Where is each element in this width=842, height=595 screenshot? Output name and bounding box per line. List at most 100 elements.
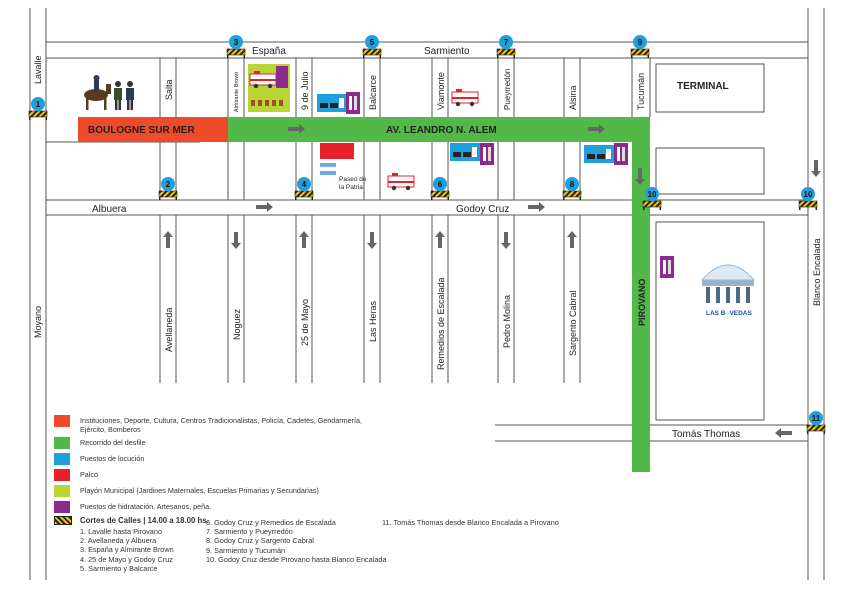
cut-marker: 6 xyxy=(430,177,450,201)
street-9-de-julio: 9 de Julio xyxy=(300,71,310,110)
legend-text: Puestos de hidratación, Artesanos, peña. xyxy=(80,502,212,511)
closure-item: 7. Sarmiento y Pueyrredón xyxy=(206,527,293,537)
cut-marker: 4 xyxy=(294,177,314,201)
street-tomas-thomas: Tomás Thomas xyxy=(672,429,740,440)
street-balcarce: Balcarce xyxy=(368,75,378,110)
legend-text: Recorrido del desfile xyxy=(80,438,146,447)
arrow-right-icon xyxy=(528,202,545,212)
arrow-up-icon xyxy=(163,231,173,248)
closure-item: 9. Sarmiento y Tucumán xyxy=(206,545,286,555)
ambulance-icon xyxy=(387,172,415,191)
street-salta: Salta xyxy=(164,79,174,100)
closures-col-2: 6. Godoy Cruz y Remedios de Escalada 7. … xyxy=(206,518,387,564)
street-tucuman: Tucumán xyxy=(636,73,646,110)
street-viamonte: Viamonte xyxy=(436,72,446,110)
svg-text:7: 7 xyxy=(504,38,509,47)
street-almirante-brown: Almirante Brown xyxy=(234,72,240,112)
hydration-stand-icon xyxy=(660,256,674,278)
arrow-up-icon xyxy=(435,231,445,248)
street-moyano: Moyano xyxy=(33,306,43,338)
cut-marker: 10 xyxy=(798,187,818,211)
barrier-icon xyxy=(54,516,72,525)
svg-text:11: 11 xyxy=(812,414,821,423)
arrow-down-icon xyxy=(231,232,241,249)
police-icon xyxy=(114,81,134,110)
street-alsina: Alsina xyxy=(568,85,578,110)
closure-item: 4. 25 de Mayo y Godoy Cruz xyxy=(80,554,173,564)
hydration-stand-icon xyxy=(480,143,494,165)
arrow-up-icon xyxy=(567,231,577,248)
svg-text:3: 3 xyxy=(234,38,239,47)
svg-text:10: 10 xyxy=(804,190,813,199)
closure-item: 5. Sarmiento y Balcarce xyxy=(80,563,158,573)
las-bovedas-icon xyxy=(700,264,756,303)
route-pirovano xyxy=(632,142,650,472)
legend-swatch xyxy=(54,453,70,465)
svg-text:9: 9 xyxy=(638,38,643,47)
legend-swatch xyxy=(54,415,70,427)
street-sargento-cabral: Sargento Cabral xyxy=(568,290,578,356)
cut-marker: 1 xyxy=(28,97,48,121)
horse-rider-icon xyxy=(84,75,111,110)
arrow-down-icon xyxy=(367,232,377,249)
municipal-area xyxy=(248,64,290,112)
map-legend: Instituciones, Deporte, Cultura, Centros… xyxy=(54,413,434,515)
legend-swatch xyxy=(54,485,70,497)
cut-marker: 11 xyxy=(806,411,826,435)
street-lavalle: Lavalle xyxy=(33,55,43,84)
closures-col-3: 11. Tomás Thomas desde Blanco Encalada a… xyxy=(382,518,559,527)
street-remedios-escalada: Remedios de Escalada xyxy=(436,277,446,370)
route-boulogne xyxy=(78,117,228,142)
svg-text:5: 5 xyxy=(370,38,375,47)
paseo-line1: Paseo de xyxy=(339,176,367,183)
street-pueyrredon: Pueyrredón xyxy=(503,69,512,110)
street-albuera: Albuera xyxy=(92,204,127,215)
closure-item: 6. Godoy Cruz y Remedios de Escalada xyxy=(206,518,336,527)
broadcast-stand-icon xyxy=(584,145,614,163)
svg-text:6: 6 xyxy=(438,180,443,189)
closure-item: 3. España y Almirante Brown xyxy=(80,545,174,555)
street-godoy-cruz: Godoy Cruz xyxy=(456,204,509,215)
svg-text:10: 10 xyxy=(648,190,657,199)
closure-item: 8. Godoy Cruz y Sargento Cabral xyxy=(206,536,314,546)
legend-text: Puestos de locución xyxy=(80,454,145,463)
broadcast-stand-icon xyxy=(317,94,347,112)
legend-item: Puestos de locución xyxy=(54,451,434,467)
street-sarmiento: Sarmiento xyxy=(424,46,470,57)
broadcast-stand-icon xyxy=(450,143,480,161)
cut-marker: 8 xyxy=(562,177,582,201)
street-grid xyxy=(29,8,825,580)
arrow-down-icon xyxy=(811,160,821,177)
street-alem: AV. LEANDRO N. ALEM xyxy=(386,125,497,136)
closure-item: 2. Avellaneda y Albuera xyxy=(80,536,157,546)
closures-title: Cortes de Calles | 14.00 a 18.00 hs. xyxy=(80,516,209,525)
arrow-down-icon xyxy=(501,232,511,249)
arrow-left-icon xyxy=(775,428,792,438)
svg-text:8: 8 xyxy=(570,180,575,189)
street-pedro-molina: Pedro Molina xyxy=(502,295,512,348)
street-avellaneda: Avellaneda xyxy=(164,308,174,352)
legend-item: Recorrido del desfile xyxy=(54,435,434,451)
svg-text:1: 1 xyxy=(36,100,41,109)
arrow-up-icon xyxy=(299,231,309,248)
argentine-flag-icon xyxy=(319,163,337,175)
closure-item: 1. Lavalle hasta Pirovano xyxy=(80,527,162,536)
legend-swatch xyxy=(54,469,70,481)
legend-item: Instituciones, Deporte, Cultura, Centros… xyxy=(54,413,434,435)
street-pirovano: PIROVANO xyxy=(637,279,647,326)
cut-marker: 9 xyxy=(630,35,650,59)
legend-text: Instituciones, Deporte, Cultura, Centros… xyxy=(80,416,363,434)
street-blanco-encalada: Blanco Encalada xyxy=(812,238,822,306)
svg-text:2: 2 xyxy=(166,180,171,189)
street-las-heras: Las Heras xyxy=(368,300,378,342)
svg-text:4: 4 xyxy=(302,180,307,189)
closure-item: 10. Godoy Cruz desde Pirovano hasta Blan… xyxy=(206,554,387,564)
cut-marker: 3 xyxy=(226,35,246,59)
bovedas-label: LAS B○VEDAS xyxy=(706,310,752,317)
arrow-right-icon xyxy=(256,202,273,212)
legend-text: Playón Municipal (Jardines Maternales, E… xyxy=(80,486,319,495)
street-25-de-mayo: 25 de Mayo xyxy=(300,299,310,346)
cut-marker: 7 xyxy=(496,35,516,59)
cut-marker: 5 xyxy=(362,35,382,59)
